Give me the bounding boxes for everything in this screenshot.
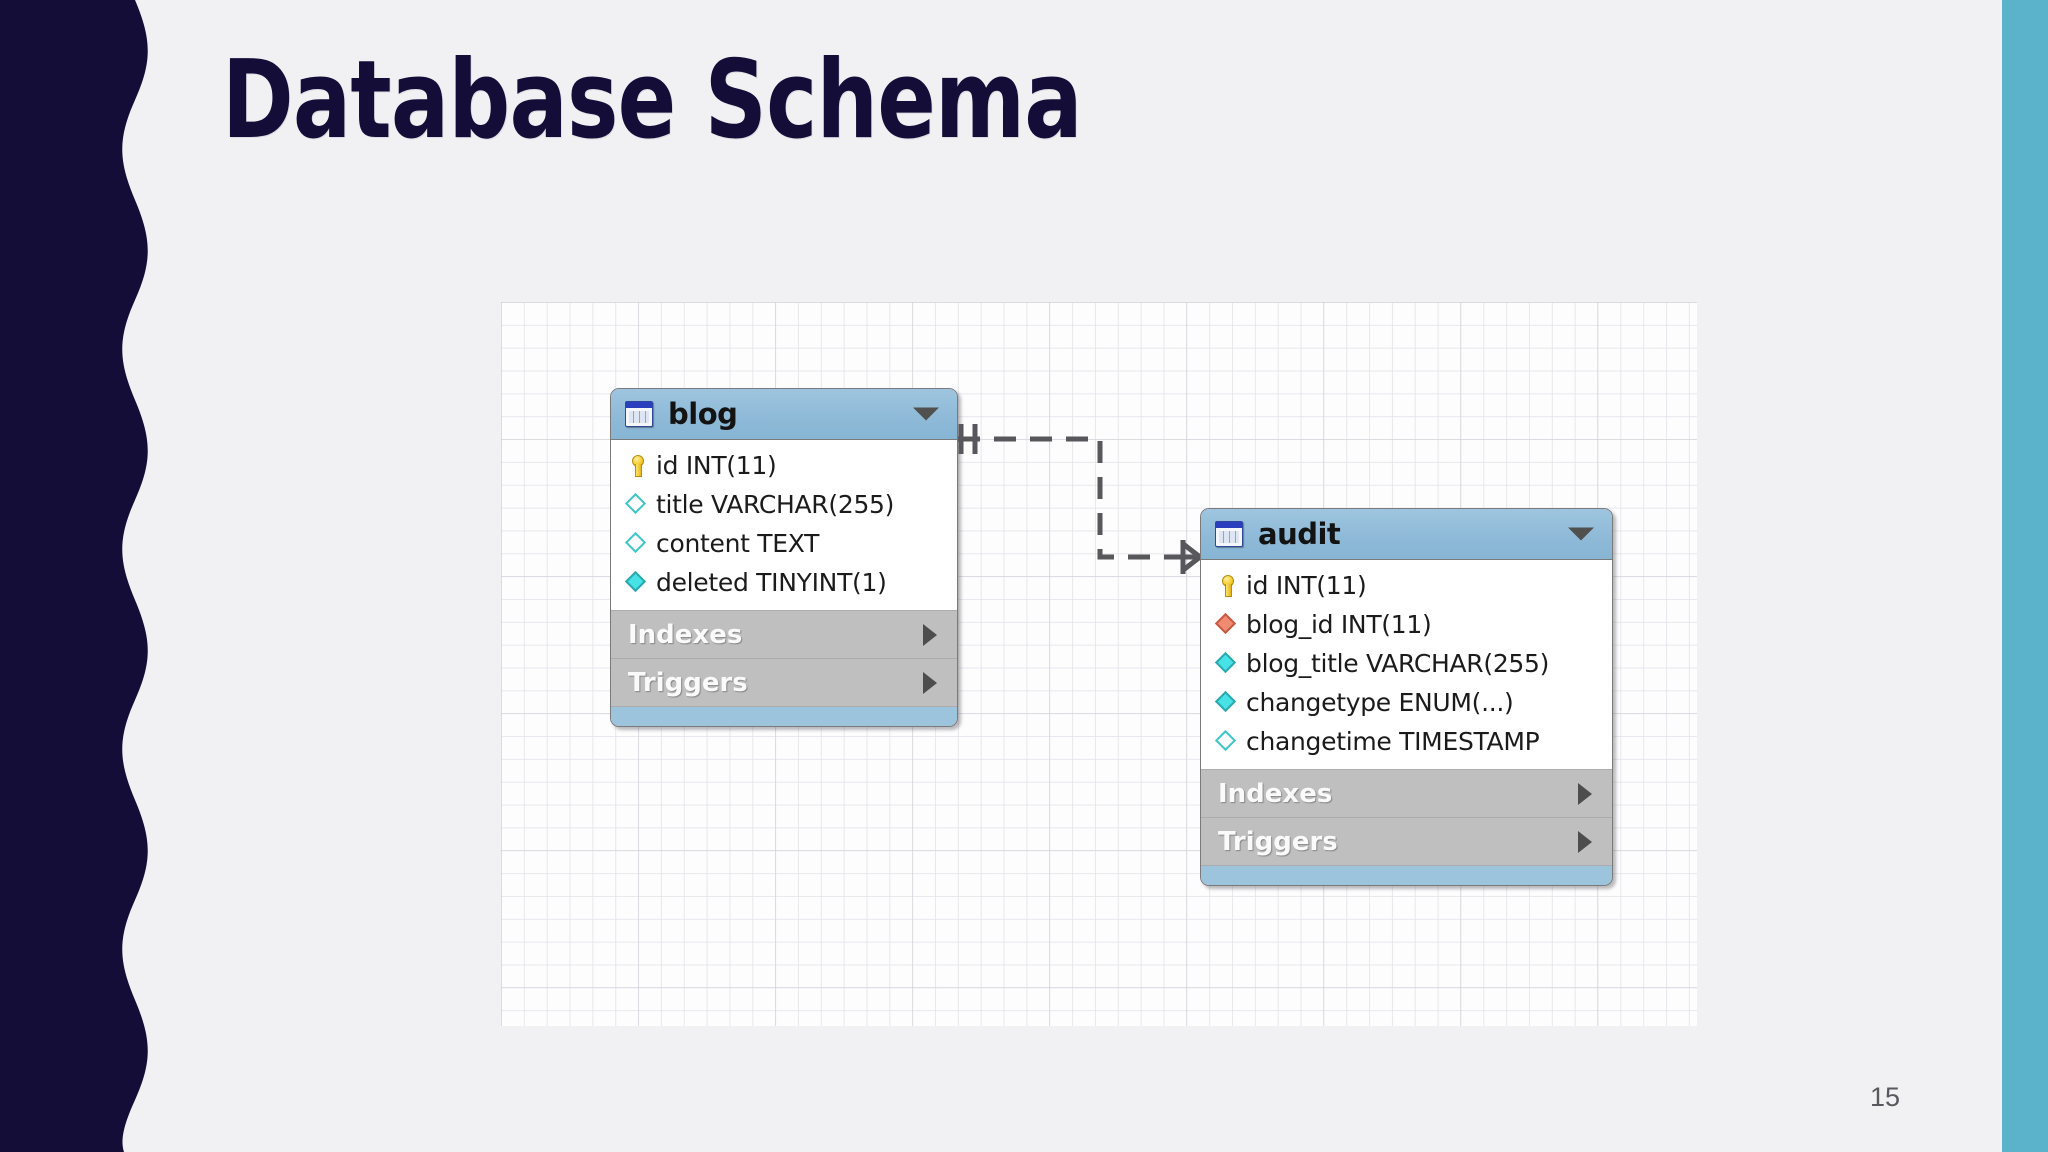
- db-table-audit[interactable]: audit id INT(11) blog_id INT(11) blog_ti…: [1200, 508, 1613, 886]
- section-label: Indexes: [628, 619, 743, 650]
- table-icon: [1215, 521, 1243, 547]
- field-label: id INT(11): [1246, 571, 1367, 600]
- expand-arrow-icon[interactable]: [923, 623, 937, 646]
- foreign-key-icon: [1214, 612, 1237, 635]
- wave-decoration: [0, 0, 148, 1152]
- table-row[interactable]: id INT(11): [1201, 566, 1612, 605]
- section-triggers[interactable]: Triggers: [1201, 817, 1612, 865]
- table-footer: [611, 706, 957, 726]
- section-triggers[interactable]: Triggers: [611, 658, 957, 706]
- field-label: blog_title VARCHAR(255): [1246, 649, 1550, 678]
- column-notnull-icon: [1214, 690, 1237, 713]
- section-indexes[interactable]: Indexes: [1201, 769, 1612, 817]
- primary-key-icon: [1216, 575, 1237, 597]
- field-label: content TEXT: [656, 529, 820, 558]
- table-footer: [1201, 865, 1612, 885]
- table-header-audit[interactable]: audit: [1201, 509, 1612, 560]
- field-label: blog_id INT(11): [1246, 610, 1432, 639]
- table-fields-blog: id INT(11) title VARCHAR(255) content TE…: [611, 440, 957, 610]
- column-notnull-icon: [624, 570, 647, 593]
- page-number: 15: [1870, 1082, 1901, 1112]
- table-fields-audit: id INT(11) blog_id INT(11) blog_title VA…: [1201, 560, 1612, 769]
- section-label: Triggers: [628, 667, 748, 698]
- table-name: blog: [668, 397, 738, 431]
- field-label: changetype ENUM(...): [1246, 688, 1514, 717]
- table-row[interactable]: deleted TINYINT(1): [611, 563, 957, 602]
- table-name: audit: [1258, 517, 1341, 551]
- field-label: id INT(11): [656, 451, 777, 480]
- column-nullable-icon: [1214, 729, 1237, 752]
- table-row[interactable]: title VARCHAR(255): [611, 485, 957, 524]
- expand-arrow-icon[interactable]: [1578, 782, 1592, 805]
- section-label: Triggers: [1218, 826, 1338, 857]
- table-row[interactable]: content TEXT: [611, 524, 957, 563]
- column-nullable-icon: [624, 531, 647, 554]
- page-title: Database Schema: [222, 38, 1083, 163]
- field-label: changetime TIMESTAMP: [1246, 727, 1540, 756]
- column-nullable-icon: [624, 492, 647, 515]
- field-label: title VARCHAR(255): [656, 490, 895, 519]
- table-row[interactable]: changetype ENUM(...): [1201, 683, 1612, 722]
- table-row[interactable]: id INT(11): [611, 446, 957, 485]
- table-row[interactable]: blog_id INT(11): [1201, 605, 1612, 644]
- db-table-blog[interactable]: blog id INT(11) title VARCHAR(255) conte…: [610, 388, 958, 727]
- column-notnull-icon: [1214, 651, 1237, 674]
- expand-arrow-icon[interactable]: [923, 671, 937, 694]
- section-indexes[interactable]: Indexes: [611, 610, 957, 658]
- table-icon: [625, 401, 653, 427]
- section-label: Indexes: [1218, 778, 1333, 809]
- primary-key-icon: [626, 455, 647, 477]
- right-accent-bar: [2002, 0, 2048, 1152]
- field-label: deleted TINYINT(1): [656, 568, 887, 597]
- expand-arrow-icon[interactable]: [1578, 830, 1592, 853]
- chevron-down-icon[interactable]: [913, 407, 939, 421]
- table-row[interactable]: changetime TIMESTAMP: [1201, 722, 1612, 761]
- table-header-blog[interactable]: blog: [611, 389, 957, 440]
- chevron-down-icon[interactable]: [1568, 527, 1594, 541]
- table-row[interactable]: blog_title VARCHAR(255): [1201, 644, 1612, 683]
